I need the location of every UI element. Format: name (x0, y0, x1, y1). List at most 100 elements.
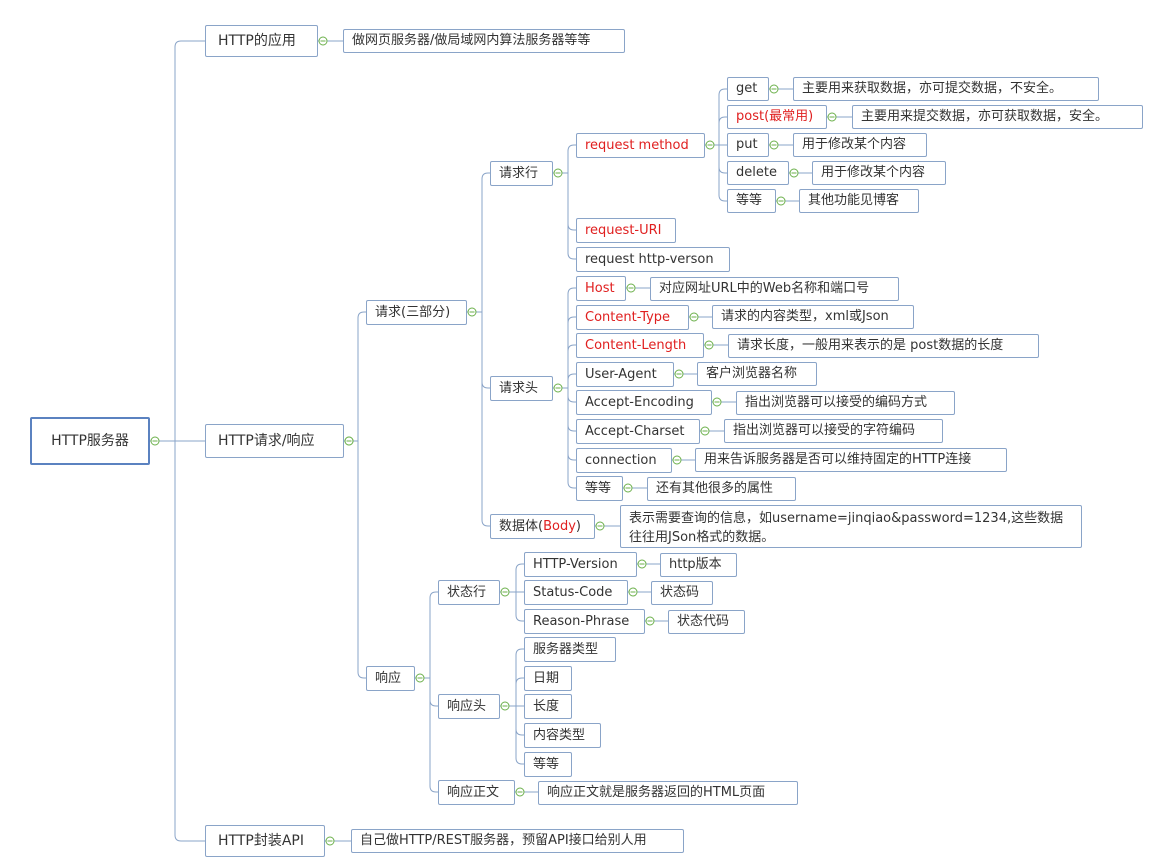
node-header-accept-charset-desc[interactable]: 指出浏览器可以接受的字符编码 (724, 419, 943, 443)
node-response-header-length[interactable]: 长度 (524, 694, 572, 719)
node-label: 数据体( (499, 518, 544, 534)
node-label: 主要用来获取数据，亦可提交数据，不安全。 (802, 81, 1063, 96)
node-label: get (736, 81, 758, 96)
node-label: http版本 (669, 557, 722, 572)
node-label: 响应正文 (447, 784, 500, 800)
node-header-accept-encoding[interactable]: Accept-Encoding (576, 390, 712, 415)
connector (481, 312, 490, 527)
node-request-line[interactable]: 请求行 (490, 161, 553, 186)
node-request-version[interactable]: request http-verson (576, 247, 730, 272)
node-status-version[interactable]: HTTP-Version (524, 552, 637, 577)
connector (429, 678, 438, 707)
node-label: 做网页服务器/做局域网内算法服务器等等 (352, 33, 591, 48)
node-method-delete[interactable]: delete (727, 161, 789, 185)
node-header-connection-desc[interactable]: 用来告诉服务器是否可以维持固定的HTTP连接 (695, 448, 1007, 472)
root-node[interactable]: HTTP服务器 (30, 417, 150, 465)
node-label: Host (585, 280, 615, 296)
connector (567, 173, 576, 260)
node-header-accept-charset[interactable]: Accept-Charset (576, 419, 700, 444)
connector (515, 677, 524, 706)
node-label: 请求行 (499, 165, 539, 181)
node-header-etc-desc[interactable]: 还有其他很多的属性 (647, 477, 796, 501)
node-http-reqres[interactable]: HTTP请求/响应 (205, 424, 344, 458)
node-response-body-desc[interactable]: 响应正文就是服务器返回的HTML页面 (538, 781, 798, 805)
connector (174, 40, 205, 441)
node-response-header-date[interactable]: 日期 (524, 666, 572, 691)
node-request-body[interactable]: 数据体(Body) (490, 514, 595, 539)
node-label: HTTP的应用 (218, 33, 296, 49)
node-header-user-agent[interactable]: User-Agent (576, 362, 674, 387)
node-request-uri[interactable]: request-URI (576, 218, 676, 243)
node-label: 响应头 (447, 698, 487, 714)
node-http-app[interactable]: HTTP的应用 (205, 25, 318, 57)
node-response-header[interactable]: 响应头 (438, 694, 500, 719)
node-label: 自己做HTTP/REST服务器，预留API接口给别人用 (360, 833, 647, 848)
node-method-post-desc[interactable]: 主要用来提交数据，亦可获取数据，安全。 (852, 105, 1143, 129)
node-method-get-desc[interactable]: 主要用来获取数据，亦可提交数据，不安全。 (793, 77, 1099, 101)
node-response-header-content-type[interactable]: 内容类型 (524, 723, 601, 748)
node-header-accept-encoding-desc[interactable]: 指出浏览器可以接受的编码方式 (736, 391, 955, 415)
node-request-header[interactable]: 请求头 (490, 376, 553, 401)
connector (174, 441, 205, 842)
node-request-body-desc[interactable]: 表示需要查询的信息，如username=jinqiao&password=123… (620, 505, 1082, 548)
node-label: request-URI (585, 222, 662, 238)
node-label: delete (736, 165, 777, 180)
connector (515, 648, 524, 706)
node-status-code[interactable]: Status-Code (524, 580, 628, 605)
node-label: ) (575, 518, 581, 534)
node-label: Accept-Encoding (585, 394, 694, 410)
node-label: Content-Type (585, 309, 671, 325)
node-request[interactable]: 请求(三部分) (366, 300, 467, 325)
node-label: User-Agent (585, 366, 657, 382)
node-label: HTTP-Version (533, 556, 618, 572)
node-response-body[interactable]: 响应正文 (438, 780, 515, 805)
connector (515, 706, 524, 736)
node-method-post[interactable]: post(最常用) (727, 105, 827, 129)
node-label: Accept-Charset (585, 423, 685, 439)
node-header-content-type[interactable]: Content-Type (576, 305, 689, 330)
node-label: 内容类型 (533, 727, 586, 743)
node-label: connection (585, 452, 657, 468)
node-label: 对应网址URL中的Web名称和端口号 (659, 281, 870, 296)
node-method-get[interactable]: get (727, 77, 769, 101)
node-response-header-server[interactable]: 服务器类型 (524, 637, 616, 662)
node-method-delete-desc[interactable]: 用于修改某个内容 (812, 161, 946, 185)
node-method-etc-desc[interactable]: 其他功能见博客 (799, 189, 919, 213)
node-header-host-desc[interactable]: 对应网址URL中的Web名称和端口号 (650, 277, 899, 301)
node-http-api-desc[interactable]: 自己做HTTP/REST服务器，预留API接口给别人用 (351, 829, 684, 853)
node-label: 指出浏览器可以接受的编码方式 (745, 395, 928, 410)
node-header-host[interactable]: Host (576, 276, 626, 301)
node-label: 请求长度，一般用来表示的是 post数据的长度 (737, 338, 1004, 353)
node-status-version-desc[interactable]: http版本 (660, 553, 737, 577)
node-label: 响应正文就是服务器返回的HTML页面 (547, 785, 766, 800)
node-request-method[interactable]: request method (576, 133, 705, 158)
connector (567, 344, 576, 388)
connector (357, 311, 366, 441)
node-header-user-agent-desc[interactable]: 客户浏览器名称 (697, 362, 817, 386)
node-method-etc[interactable]: 等等 (727, 189, 776, 213)
node-label: 请求(三部分) (375, 304, 451, 320)
node-response-status[interactable]: 状态行 (438, 580, 500, 605)
node-method-put[interactable]: put (727, 133, 769, 157)
connector (357, 441, 366, 679)
node-response-header-etc[interactable]: 等等 (524, 752, 572, 777)
node-header-content-type-desc[interactable]: 请求的内容类型，xml或Json (712, 305, 914, 329)
node-label: 用于修改某个内容 (821, 165, 926, 180)
node-method-put-desc[interactable]: 用于修改某个内容 (793, 133, 927, 157)
node-label: 还有其他很多的属性 (656, 481, 774, 496)
connector (567, 287, 576, 388)
node-response[interactable]: 响应 (366, 666, 415, 691)
node-header-etc[interactable]: 等等 (576, 476, 623, 501)
node-header-connection[interactable]: connection (576, 448, 672, 473)
node-http-api[interactable]: HTTP封装API (205, 825, 325, 857)
node-status-reason-desc[interactable]: 状态代码 (668, 610, 745, 634)
node-http-app-desc[interactable]: 做网页服务器/做局域网内算法服务器等等 (343, 29, 625, 53)
node-header-content-length-desc[interactable]: 请求长度，一般用来表示的是 post数据的长度 (728, 334, 1039, 358)
node-status-reason[interactable]: Reason-Phrase (524, 609, 645, 634)
connector (567, 173, 576, 231)
node-status-code-desc[interactable]: 状态码 (651, 581, 713, 605)
node-header-content-length[interactable]: Content-Length (576, 333, 704, 358)
connector (429, 678, 438, 793)
connector (567, 373, 576, 388)
